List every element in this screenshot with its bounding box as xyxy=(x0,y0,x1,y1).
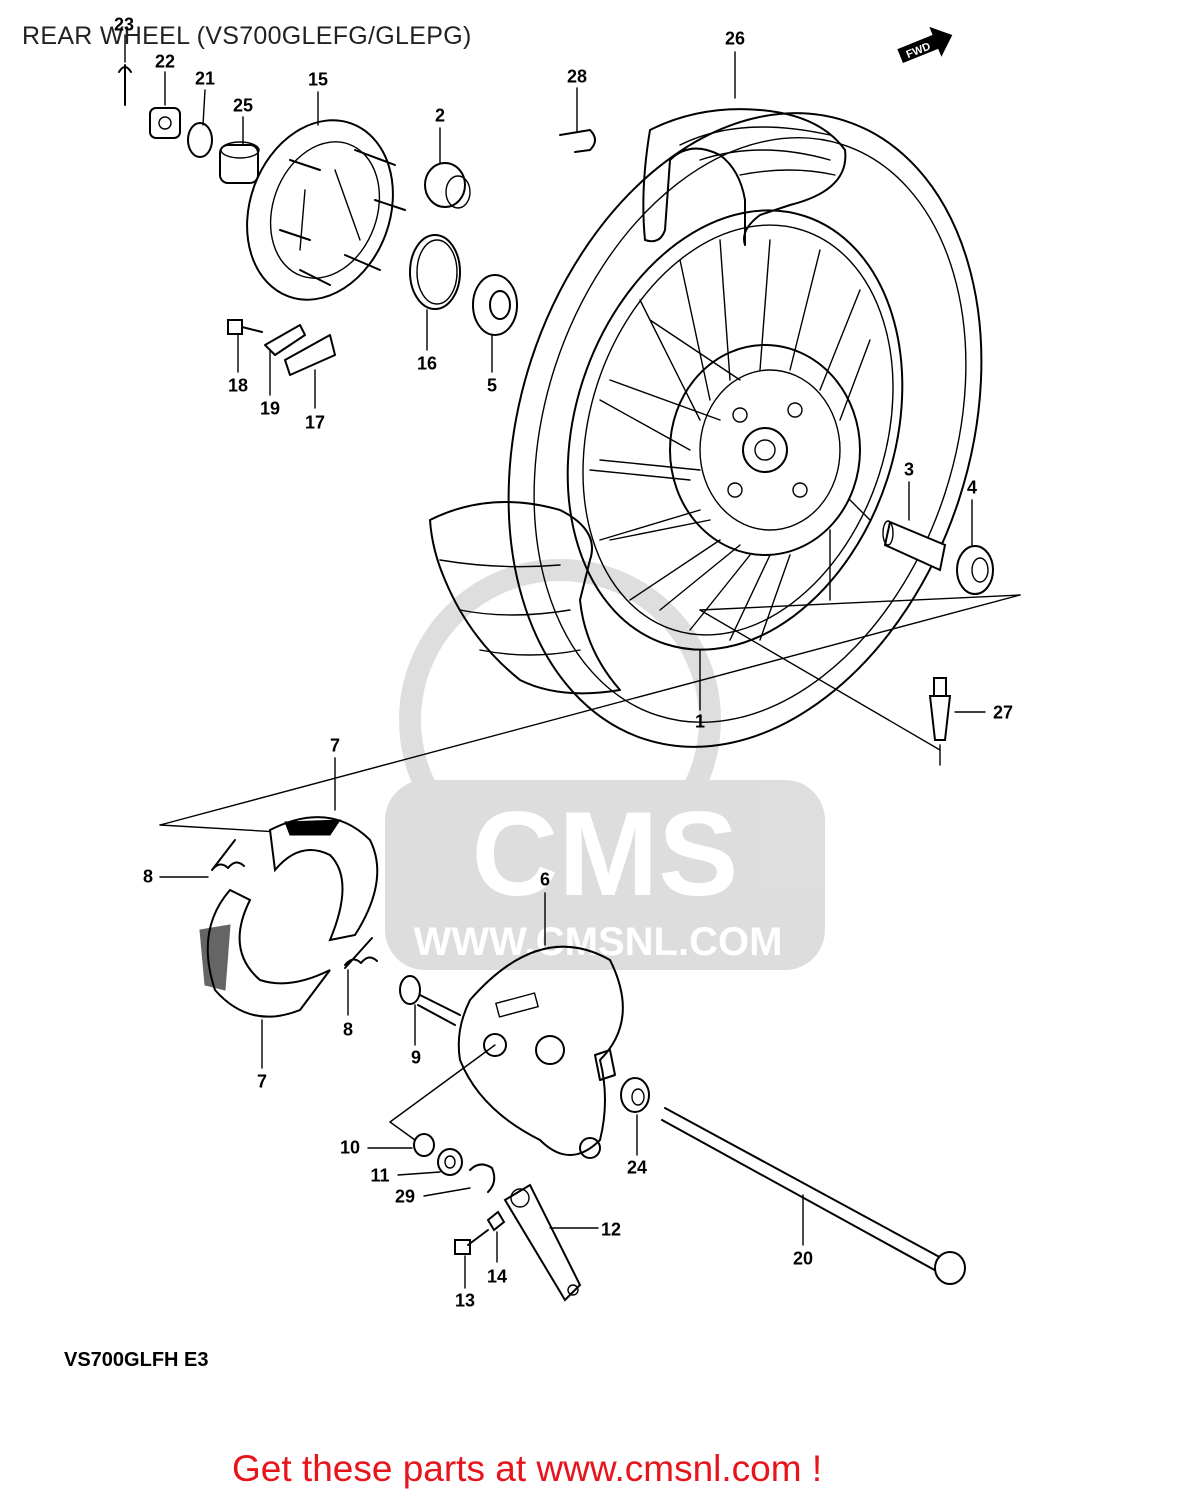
seal-10 xyxy=(413,1133,435,1157)
callout-15: 15 xyxy=(307,69,329,90)
damper-2 xyxy=(424,162,471,209)
fwd-arrow-badge: FWD xyxy=(897,26,953,64)
callout-12: 12 xyxy=(600,1219,622,1240)
callout-6: 6 xyxy=(539,869,551,890)
callout-1: 1 xyxy=(694,711,706,732)
wheel-spokes xyxy=(589,239,871,641)
fwd-label: FWD xyxy=(905,41,933,62)
plate-19 xyxy=(264,324,306,356)
spacer-3 xyxy=(882,520,947,572)
spring-8-lower xyxy=(344,937,378,969)
sprocket-drum-15 xyxy=(246,119,406,301)
callout-27: 27 xyxy=(992,702,1014,723)
callout-16: 16 xyxy=(416,353,438,374)
collar-24 xyxy=(620,1077,650,1113)
cam-9 xyxy=(399,975,461,1026)
callout-5: 5 xyxy=(486,375,498,396)
spring-8-upper xyxy=(211,839,245,871)
callout-23: 23 xyxy=(113,14,135,35)
o-ring-16 xyxy=(409,234,461,310)
bolt-13 xyxy=(454,1229,489,1255)
callout-7-upper: 7 xyxy=(329,735,341,756)
callout-8-lower: 8 xyxy=(342,1019,354,1040)
nut-14 xyxy=(486,1210,506,1232)
callout-14: 14 xyxy=(486,1266,508,1287)
rear-wheel-assembly xyxy=(429,108,983,748)
brake-shoe-lower-7 xyxy=(199,888,331,1018)
washer-11 xyxy=(437,1148,463,1176)
axle-20 xyxy=(661,1107,966,1285)
callout-24: 24 xyxy=(626,1157,648,1178)
callout-13: 13 xyxy=(454,1290,476,1311)
watermark-brand: CMS xyxy=(472,787,739,921)
model-code: VS700GLFH E3 xyxy=(64,1349,209,1371)
callout-18: 18 xyxy=(227,375,249,396)
callout-10: 10 xyxy=(339,1137,361,1158)
page-title: REAR WHEEL (VS700GLEFG/GLEPG) xyxy=(22,22,472,50)
callout-2: 2 xyxy=(434,105,446,126)
callout-25: 25 xyxy=(232,95,254,116)
callout-9: 9 xyxy=(410,1047,422,1068)
plate-17 xyxy=(284,334,336,376)
callout-29: 29 xyxy=(394,1186,416,1207)
bearing-4 xyxy=(956,545,994,595)
lever-12 xyxy=(503,1183,582,1302)
valve-27 xyxy=(928,677,952,741)
callout-20: 20 xyxy=(792,1248,814,1269)
callout-17: 17 xyxy=(304,412,326,433)
watermark-url: WWW.CMSNL.COM xyxy=(414,920,783,964)
callout-22: 22 xyxy=(154,51,176,72)
callout-7-lower: 7 xyxy=(256,1071,268,1092)
bearing-5 xyxy=(472,274,518,336)
callout-19: 19 xyxy=(259,398,281,419)
callout-3: 3 xyxy=(903,459,915,480)
callout-4: 4 xyxy=(966,477,978,498)
brake-panel-6 xyxy=(457,945,624,1159)
nut-22 xyxy=(149,107,181,139)
clamp-28 xyxy=(559,129,596,153)
bolt-18 xyxy=(227,319,263,335)
cms-watermark: CMS WWW.CMSNL.COM xyxy=(385,559,825,970)
callout-11: 11 xyxy=(370,1165,390,1186)
reference-lines xyxy=(159,594,1021,836)
circlip-29 xyxy=(469,1163,496,1193)
callout-8-upper: 8 xyxy=(142,866,154,887)
brake-shoe-upper-7 xyxy=(268,816,379,942)
callout-21: 21 xyxy=(194,68,216,89)
callout-26: 26 xyxy=(724,28,746,49)
leader-lines xyxy=(124,34,986,1289)
callout-28: 28 xyxy=(566,66,588,87)
cotter-pin-23 xyxy=(118,64,132,106)
washer-21 xyxy=(187,122,213,158)
footer-link-text[interactable]: Get these parts at www.cmsnl.com ! xyxy=(232,1448,823,1489)
spacer-25 xyxy=(219,141,260,184)
